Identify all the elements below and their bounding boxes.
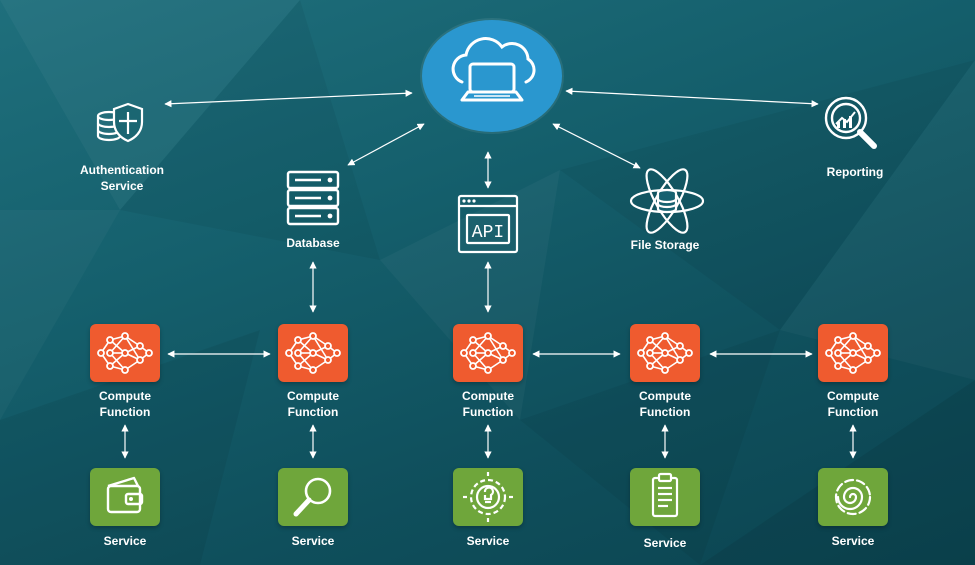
service-node-2 [278,468,348,526]
link-cloud-reporting [565,87,819,108]
link-auth-cloud [164,89,413,108]
service-label-3: Service [466,534,510,548]
compute-function-node-1 [90,324,160,382]
compute-function-node-5 [818,324,888,382]
clipboard-icon [651,472,679,518]
neural-network-icon [460,332,516,374]
service-label-5: Service [831,534,875,548]
service-node-1 [90,468,160,526]
atom-database-icon [629,168,705,234]
magnifier-icon [293,477,332,517]
cloud-laptop-icon [451,37,536,102]
reporting-node [818,94,888,154]
file-storage-label: File Storage [630,238,700,252]
reporting-label: Reporting [826,165,884,179]
wallet-icon [106,476,144,514]
server-rack-icon [286,170,340,226]
service-node-4 [630,468,700,526]
service-node-5 [818,468,888,526]
database-node [283,168,343,228]
database-label: Database [286,236,340,250]
api-window-icon: API [457,194,519,254]
neural-network-icon [637,332,693,374]
shield-database-icon [96,102,144,143]
service-node-3 [453,468,523,526]
magnifier-chart-icon [824,96,877,149]
bulb-gear-icon [463,472,513,522]
link-cloud-database [347,123,425,166]
neural-network-icon [97,332,153,374]
neural-network-icon [825,332,881,374]
link-cloud-filestorage [552,123,641,169]
compute-function-node-4 [630,324,700,382]
neural-network-icon [285,332,341,374]
cloud-hub [422,20,562,132]
compute-function-node-2 [278,324,348,382]
compute-function-node-3 [453,324,523,382]
file-storage-node [628,168,706,234]
service-label-1: Service [103,534,147,548]
service-label-4: Service [643,536,687,550]
service-label-2: Service [291,534,335,548]
spiral-icon [834,478,872,516]
authentication-service-node [92,96,152,152]
api-text: API [472,223,504,243]
authentication-service-label: Authentication Service [80,163,164,193]
api-node: API [456,193,520,255]
